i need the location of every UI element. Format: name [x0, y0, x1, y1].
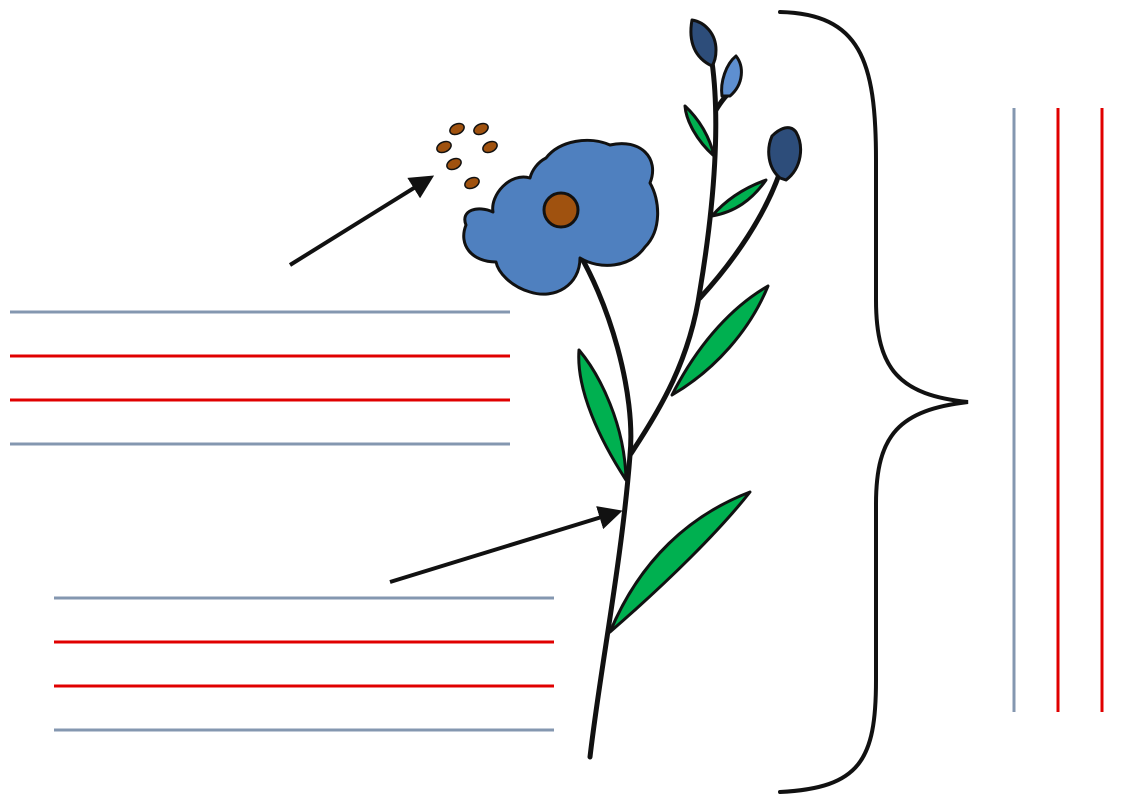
flax-flower	[464, 140, 658, 294]
stem-pointer-arrow	[390, 512, 618, 582]
main-stem	[572, 242, 631, 757]
flower-center	[544, 193, 578, 227]
leaf-upper-left	[685, 106, 714, 156]
buds	[691, 20, 801, 180]
leaf-upper-right	[712, 180, 766, 216]
writing-lines-seeds[interactable]	[10, 312, 510, 444]
writing-lines-plant[interactable]	[1014, 108, 1102, 712]
writing-lines-stem[interactable]	[54, 598, 554, 730]
bud-right	[769, 128, 801, 180]
seeds	[435, 121, 499, 190]
bud-top	[691, 20, 716, 66]
seeds-pointer-arrow	[290, 178, 430, 265]
curly-brace	[780, 12, 968, 792]
bud-small-light	[722, 56, 742, 96]
leaf-lower-right	[610, 492, 750, 632]
leaf-lower-left	[579, 350, 626, 480]
